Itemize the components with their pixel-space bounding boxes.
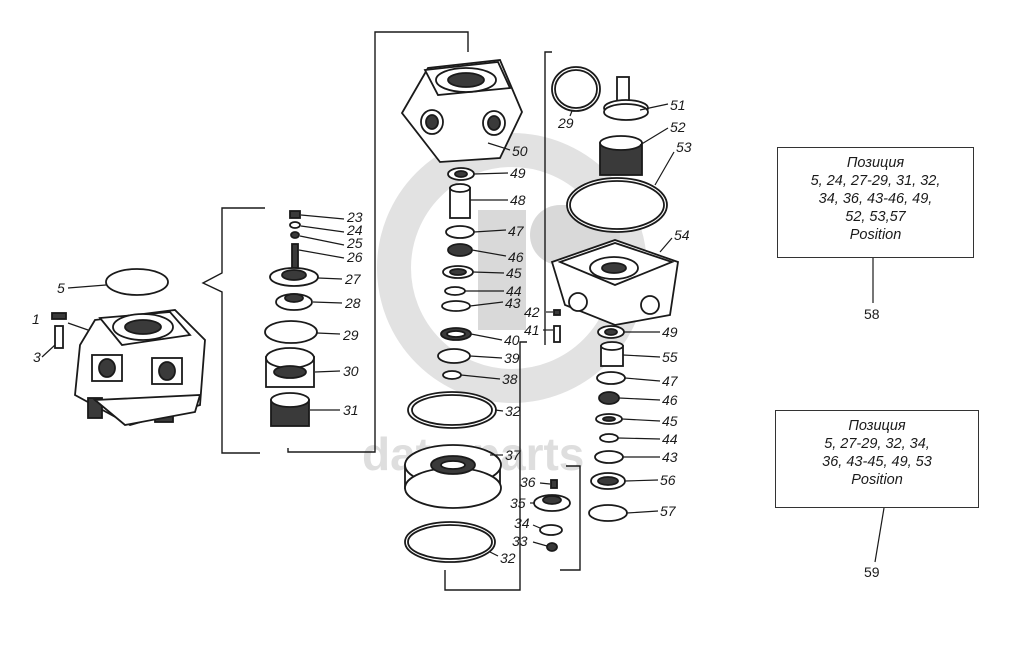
label-32-upper: 32 xyxy=(505,403,521,419)
label-32-lower: 32 xyxy=(500,550,516,566)
parts-column-center xyxy=(400,59,523,563)
position-box-59: Позиция 5, 27-29, 32, 34, 36, 43-45, 49,… xyxy=(775,410,979,508)
label-40: 40 xyxy=(504,332,520,348)
box-59-ref: 59 xyxy=(864,564,880,580)
box-58-line-3: 52, 53,57 xyxy=(845,209,906,225)
label-48: 48 xyxy=(510,192,526,208)
label-45-center: 45 xyxy=(506,265,522,281)
parts-small-33-36 xyxy=(533,479,571,552)
label-47-right: 47 xyxy=(662,373,679,389)
box-59-line-2: 36, 43-45, 49, 53 xyxy=(822,454,932,470)
box-58-title: Позиция xyxy=(846,155,905,171)
label-41: 41 xyxy=(524,322,540,338)
label-37: 37 xyxy=(505,447,522,463)
position-box-58: Позиция 5, 24, 27-29, 31, 32, 34, 36, 43… xyxy=(777,147,974,258)
label-5: 5 xyxy=(57,280,65,296)
label-31: 31 xyxy=(343,402,359,418)
label-25: 25 xyxy=(346,235,363,251)
parts-column-right xyxy=(550,66,680,522)
box-59-footer: Position xyxy=(851,472,903,488)
label-49-right: 49 xyxy=(662,324,678,340)
box-58-line-1: 5, 24, 27-29, 31, 32, xyxy=(810,173,941,189)
label-35: 35 xyxy=(510,495,526,511)
box-59-title: Позиция xyxy=(848,418,906,434)
label-55: 55 xyxy=(662,349,678,365)
box-58-footer: Position xyxy=(849,227,902,243)
label-1: 1 xyxy=(32,311,40,327)
label-30: 30 xyxy=(343,363,359,379)
label-49-center: 49 xyxy=(510,165,526,181)
label-50: 50 xyxy=(512,143,528,159)
label-45-right: 45 xyxy=(662,413,678,429)
label-3: 3 xyxy=(33,349,41,365)
label-36: 36 xyxy=(520,474,536,490)
label-24: 24 xyxy=(346,222,363,238)
label-46-right: 46 xyxy=(662,392,678,408)
label-54: 54 xyxy=(674,227,690,243)
parts-column-23-31 xyxy=(264,210,319,427)
label-43-right: 43 xyxy=(662,449,678,465)
label-47-center: 47 xyxy=(508,223,525,239)
label-29-left: 29 xyxy=(342,327,359,343)
label-23: 23 xyxy=(346,209,363,225)
label-52: 52 xyxy=(670,119,686,135)
label-28: 28 xyxy=(344,295,361,311)
label-27: 27 xyxy=(344,271,362,287)
label-57: 57 xyxy=(660,503,677,519)
box-58-line-2: 34, 36, 43-46, 49, xyxy=(818,191,933,207)
label-44-right: 44 xyxy=(662,431,678,447)
label-29-right: 29 xyxy=(557,115,574,131)
label-56: 56 xyxy=(660,472,676,488)
label-38: 38 xyxy=(502,371,518,387)
label-43-center: 43 xyxy=(505,295,521,311)
assembled-valve xyxy=(51,268,206,426)
label-44-center: 44 xyxy=(506,283,522,299)
label-51: 51 xyxy=(670,97,686,113)
label-33: 33 xyxy=(512,533,528,549)
label-26: 26 xyxy=(346,249,363,265)
label-53: 53 xyxy=(676,139,692,155)
label-39: 39 xyxy=(504,350,520,366)
label-46-center: 46 xyxy=(508,249,524,265)
box-58-ref: 58 xyxy=(864,306,880,322)
label-34: 34 xyxy=(514,515,530,531)
label-42: 42 xyxy=(524,304,540,320)
box-59-line-1: 5, 27-29, 32, 34, xyxy=(824,436,930,452)
